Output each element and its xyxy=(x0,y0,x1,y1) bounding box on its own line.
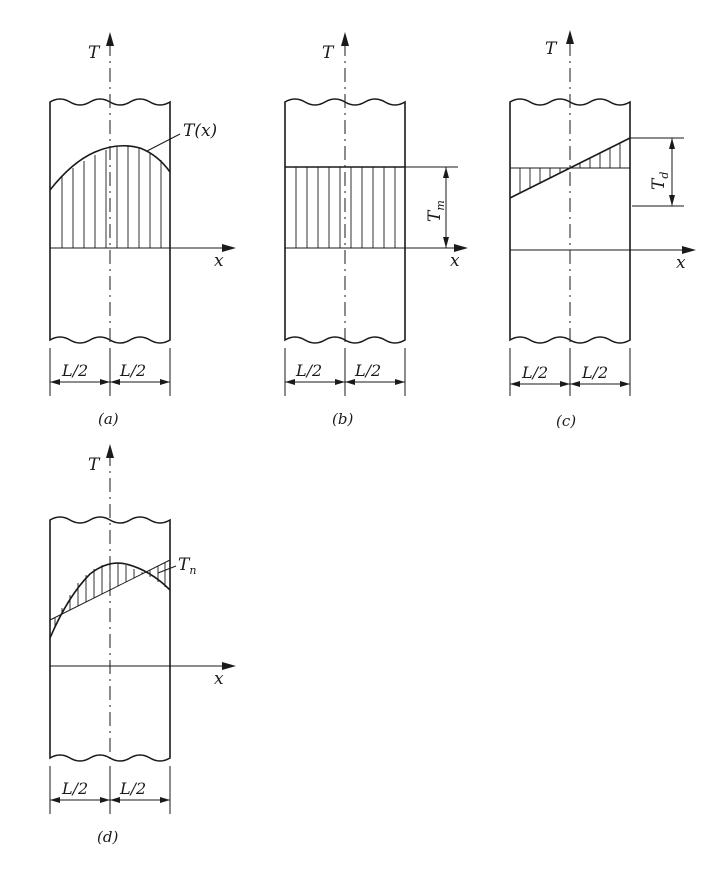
panel-b-t-axis-arrow xyxy=(341,32,349,46)
panel-d-temperature-curve xyxy=(49,562,171,639)
panel-b-dim-arrow-top xyxy=(443,167,449,178)
panel-d-dim-arrow-2 xyxy=(100,797,110,803)
panel-a-dim-arrow-3 xyxy=(110,379,120,385)
panel-a-caption: (a) xyxy=(98,410,119,428)
panel-a-half-left-label: L/2 xyxy=(61,361,88,380)
panel-a-half-right-label: L/2 xyxy=(119,361,146,380)
panel-a-t-axis-label: T xyxy=(88,43,101,63)
panel-c-dim-label: Td xyxy=(649,172,671,190)
panel-c-gradient-line xyxy=(509,137,631,199)
panel-b-dim-arrow-4 xyxy=(395,379,405,385)
panel-c-dim-arrow-bottom xyxy=(669,195,675,206)
panel-b-dim-arrow-bottom xyxy=(443,237,449,248)
panel-b-wall-outline xyxy=(284,98,406,344)
panel-b-t-axis-label: T xyxy=(322,43,335,63)
panel-c-dim-arrow-2 xyxy=(560,381,570,387)
panel-b-dim-arrow-3 xyxy=(345,379,355,385)
panel-a: T x T(x) L/2 L/2 (a) xyxy=(49,32,236,428)
panel-b-x-axis-label: x xyxy=(450,251,460,271)
panel-d-t-axis-arrow xyxy=(106,444,114,458)
panel-c: Td T x L/2 L/2 (c) xyxy=(509,30,696,430)
panel-c-dim-arrow-1 xyxy=(510,381,520,387)
panel-c-x-axis-label: x xyxy=(676,253,686,273)
panel-b-x-axis-arrow xyxy=(454,244,468,252)
panel-c-x-axis-arrow xyxy=(682,246,696,254)
panel-d-x-axis-arrow xyxy=(222,662,236,670)
panel-d-dim-arrow-3 xyxy=(110,797,120,803)
panel-d-caption: (d) xyxy=(97,828,118,846)
panel-c-t-axis-arrow xyxy=(566,30,574,44)
panel-a-curve-leader xyxy=(146,133,181,152)
panel-c-caption: (c) xyxy=(556,412,576,430)
panel-b-hatching xyxy=(295,167,396,248)
panel-d-curve-leader xyxy=(157,565,177,574)
panel-d-x-axis-label: x xyxy=(214,669,224,689)
panel-a-x-axis-label: x xyxy=(214,251,224,271)
panel-c-half-right-label: L/2 xyxy=(581,363,608,382)
panel-c-dim-arrow-top xyxy=(669,138,675,149)
panel-a-dim-arrow-2 xyxy=(100,379,110,385)
panel-d-wall-outline xyxy=(49,516,171,762)
panel-c-t-axis-label: T xyxy=(545,39,558,59)
panel-a-curve-label: T(x) xyxy=(183,121,217,141)
panel-a-temperature-curve xyxy=(49,144,171,191)
panel-a-dim-arrow-1 xyxy=(50,379,60,385)
panel-c-half-left-label: L/2 xyxy=(521,363,548,382)
panel-c-wall-outline xyxy=(509,98,631,344)
panel-d-dim-arrow-1 xyxy=(50,797,60,803)
panel-c-dim-arrow-3 xyxy=(570,381,580,387)
panel-a-hatching xyxy=(61,146,162,248)
panel-d: T x Tn L/2 L/2 (d) xyxy=(49,444,236,846)
panel-b: Tm T x L/2 L/2 (b) xyxy=(284,32,468,428)
panel-c-dim-arrow-4 xyxy=(620,381,630,387)
panel-a-wall-outline xyxy=(49,98,171,344)
panel-d-half-right-label: L/2 xyxy=(119,779,146,798)
panel-b-half-left-label: L/2 xyxy=(295,361,322,380)
panel-d-half-left-label: L/2 xyxy=(61,779,88,798)
panel-b-half-right-label: L/2 xyxy=(354,361,381,380)
panel-d-curve-label: Tn xyxy=(178,555,196,577)
panel-b-dim-label: Tm xyxy=(425,200,447,222)
panel-d-dim-arrow-4 xyxy=(160,797,170,803)
panel-d-linear-line xyxy=(49,559,171,621)
panel-d-t-axis-label: T xyxy=(88,455,101,475)
panel-b-dim-arrow-1 xyxy=(285,379,295,385)
panel-b-caption: (b) xyxy=(332,410,353,428)
panel-a-dim-arrow-4 xyxy=(160,379,170,385)
panel-a-t-axis-arrow xyxy=(106,32,114,46)
panel-a-x-axis-arrow xyxy=(222,244,236,252)
panel-b-dim-arrow-2 xyxy=(335,379,345,385)
